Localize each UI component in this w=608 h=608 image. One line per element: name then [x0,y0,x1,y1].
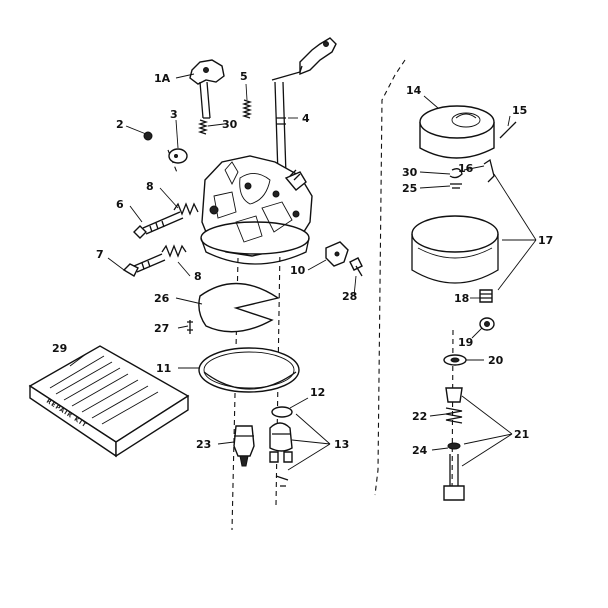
label-29: 29 [52,342,67,355]
label-26: 26 [154,292,170,305]
part-25-needle [450,183,462,189]
part-8-spring-lower [161,244,187,258]
part-labels: 1A 5 4 2 3 30 8 6 7 8 10 28 26 27 11 12 … [52,70,553,457]
part-26-gasket [198,282,280,333]
part-30-clip [449,168,463,179]
part-16-hinge [483,158,495,183]
part-11-ring [198,347,300,393]
label-5: 5 [240,70,248,83]
label-27: 27 [154,322,169,335]
label-8-upper: 8 [146,180,154,193]
part-30-spring [197,119,209,135]
label-7: 7 [96,248,104,261]
part-27-pin [187,320,193,334]
part-4-choke-lever [271,37,337,176]
label-8-lower: 8 [194,270,202,283]
part-14-float [419,105,495,159]
label-19: 19 [458,336,473,349]
part-6-mixture-screw [133,211,184,239]
label-10: 10 [290,264,306,277]
label-23: 23 [196,438,211,451]
part-28-screw [349,257,363,277]
part-20-gasket [443,354,467,366]
label-6: 6 [116,198,124,211]
part-10-plate [325,241,349,267]
part-8-spring-upper [173,202,199,216]
part-15-pin [499,121,517,139]
carburetor-body [200,155,313,265]
part-24-washer [447,442,461,450]
label-22: 22 [412,410,427,423]
leader-lines [69,73,537,471]
label-30-right: 30 [402,166,418,179]
label-28: 28 [342,290,357,303]
label-16: 16 [458,162,474,175]
part-17-bowl [411,215,499,284]
label-14: 14 [406,84,422,97]
part-22-spring [445,387,463,424]
label-3: 3 [170,108,178,121]
part-7-idle-screw [122,253,166,277]
label-2: 2 [116,118,124,131]
part-5-spring [241,99,253,119]
label-12: 12 [310,386,325,399]
part-23-jet [233,425,255,467]
label-17: 17 [538,234,553,247]
label-20: 20 [488,354,504,367]
label-24: 24 [412,444,428,457]
label-4: 4 [302,112,310,125]
part-18-bolt [479,289,493,303]
label-25: 25 [402,182,417,195]
part-19-washer [479,317,495,331]
part-21-main-jet [443,454,465,501]
label-30-top: 30 [222,118,238,131]
label-13: 13 [334,438,349,451]
part-3-throttle-plate [168,148,188,164]
label-15: 15 [512,104,527,117]
label-21: 21 [514,428,529,441]
label-11: 11 [156,362,171,375]
part-1a-throttle-lever [189,59,225,119]
label-1a: 1A [154,72,171,85]
part-13-bowl-nut [269,422,293,487]
part-12-oring [271,406,293,418]
label-18: 18 [454,292,469,305]
